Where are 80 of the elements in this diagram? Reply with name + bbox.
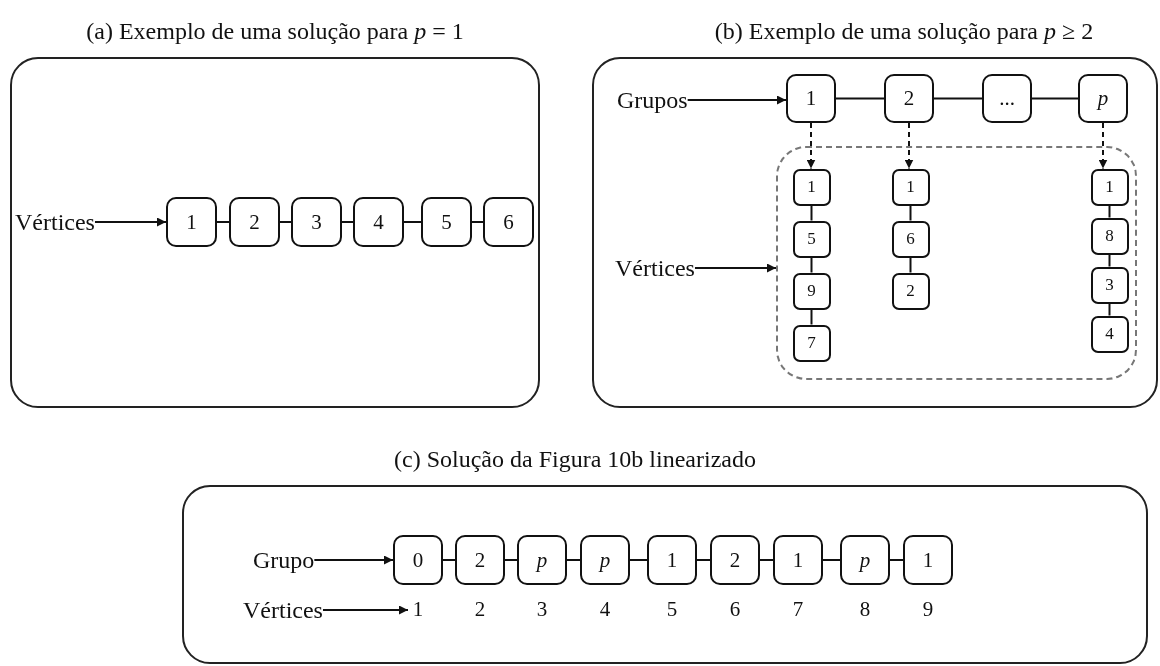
arrow xyxy=(321,605,409,615)
connector-line xyxy=(889,559,904,561)
number-box: 2 xyxy=(710,535,760,585)
row-label: Vértices xyxy=(15,210,95,234)
group-box: 2 xyxy=(884,74,934,123)
number-box: 2 xyxy=(455,535,505,585)
vertex-number: 8 xyxy=(855,599,875,620)
vertex-number: 6 xyxy=(725,599,745,620)
arrow xyxy=(1098,122,1108,170)
row-label: Vértices xyxy=(615,256,695,280)
connector-line xyxy=(471,221,484,223)
vertex-number: 2 xyxy=(470,599,490,620)
number-box: 6 xyxy=(483,197,534,247)
group-box: 1 xyxy=(786,74,836,123)
number-box: p xyxy=(840,535,890,585)
row-label: Grupos xyxy=(617,88,688,112)
connector-line xyxy=(279,221,292,223)
arrow xyxy=(904,122,914,170)
group-box: ... xyxy=(982,74,1032,123)
connector-line xyxy=(909,204,912,222)
connector-line xyxy=(442,559,456,561)
row-label: Vértices xyxy=(243,598,323,622)
vertex-box: 6 xyxy=(891,220,930,258)
vertex-box: 3 xyxy=(1090,266,1129,304)
number-box: 5 xyxy=(421,197,472,247)
number-box: 1 xyxy=(773,535,823,585)
vertex-box: 4 xyxy=(1090,315,1129,353)
arrow xyxy=(693,263,777,273)
connector-line xyxy=(759,559,774,561)
connector-line xyxy=(403,221,422,223)
connector-line xyxy=(810,256,813,274)
vertex-number: 3 xyxy=(532,599,552,620)
connector-line xyxy=(1031,97,1079,100)
vertex-box: 9 xyxy=(792,272,831,310)
number-box: 2 xyxy=(229,197,280,247)
number-box: p xyxy=(580,535,630,585)
vertex-number: 1 xyxy=(408,599,428,620)
vertex-box: 1 xyxy=(1090,168,1129,206)
number-box: 1 xyxy=(647,535,697,585)
arrow xyxy=(686,95,787,105)
connector-line xyxy=(810,204,813,222)
vertex-number: 7 xyxy=(788,599,808,620)
connector-line xyxy=(696,559,711,561)
connector-line xyxy=(909,256,912,274)
number-box: 1 xyxy=(903,535,953,585)
connector-line xyxy=(810,308,813,326)
connector-line xyxy=(566,559,581,561)
connector-line xyxy=(341,221,354,223)
vertex-box: 1 xyxy=(792,168,831,206)
vertex-number: 9 xyxy=(918,599,938,620)
number-box: 1 xyxy=(166,197,217,247)
dashed-frame xyxy=(776,146,1137,380)
connector-line xyxy=(1108,302,1111,317)
panel-title: (c) Solução da Figura 10b linearizado xyxy=(394,447,756,471)
connector-line xyxy=(216,221,230,223)
panel-title: (b) Exemplo de uma solução para p ≥ 2 xyxy=(714,19,1094,43)
vertex-box: 1 xyxy=(891,168,930,206)
number-box: 3 xyxy=(291,197,342,247)
group-box: p xyxy=(1078,74,1128,123)
connector-line xyxy=(629,559,648,561)
vertex-number: 5 xyxy=(662,599,682,620)
connector-line xyxy=(822,559,841,561)
connector-line xyxy=(504,559,518,561)
row-label: Grupo xyxy=(253,548,315,572)
panel-title: (a) Exemplo de uma solução para p = 1 xyxy=(86,19,464,43)
vertex-box: 2 xyxy=(891,272,930,310)
vertex-box: 5 xyxy=(792,220,831,258)
arrow xyxy=(313,555,394,565)
connector-line xyxy=(933,97,983,100)
vertex-number: 4 xyxy=(595,599,615,620)
connector-line xyxy=(1108,253,1111,268)
number-box: p xyxy=(517,535,567,585)
arrow xyxy=(93,217,167,227)
connector-line xyxy=(835,97,885,100)
vertex-box: 7 xyxy=(792,324,831,362)
vertex-box: 8 xyxy=(1090,217,1129,255)
connector-line xyxy=(1108,204,1111,219)
number-box: 4 xyxy=(353,197,404,247)
arrow xyxy=(806,122,816,170)
number-box: 0 xyxy=(393,535,443,585)
